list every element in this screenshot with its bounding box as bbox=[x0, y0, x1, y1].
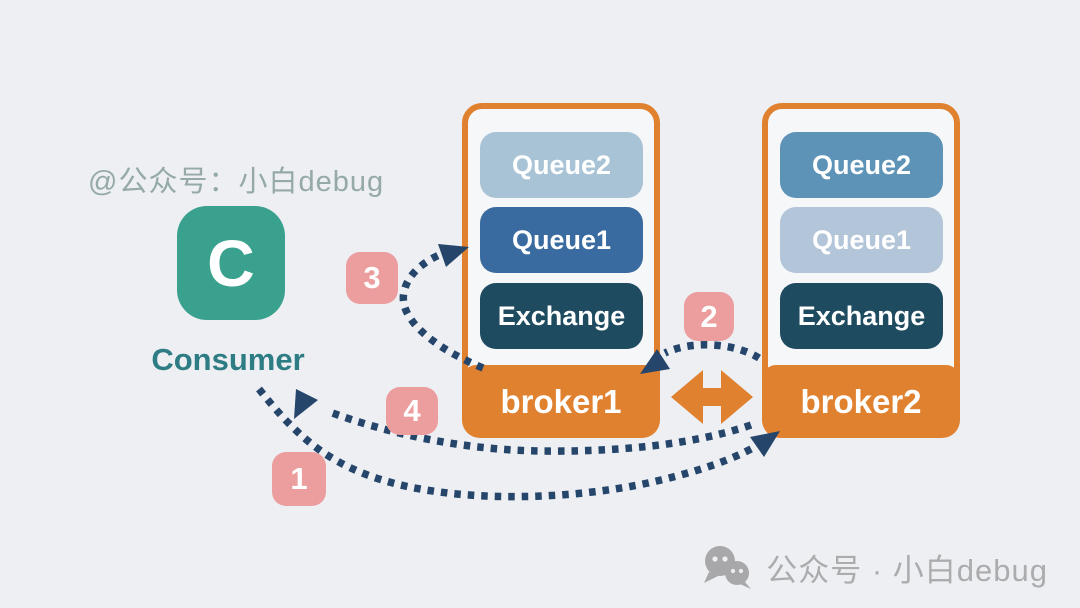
broker2-box: Queue2 Queue1 Exchange broker2 bbox=[762, 103, 960, 438]
broker1-exchange-node: Exchange bbox=[480, 283, 643, 349]
step-badge-1: 1 bbox=[272, 452, 326, 506]
broker2-queue1-node: Queue1 bbox=[780, 207, 943, 273]
broker2-queue2-node: Queue2 bbox=[780, 132, 943, 198]
step-badge-2: 2 bbox=[684, 292, 734, 341]
wechat-icon bbox=[704, 546, 752, 589]
broker2-title-bar: broker2 bbox=[762, 365, 960, 438]
step-badge-4: 4 bbox=[386, 387, 438, 435]
broker-sync-double-arrow-icon bbox=[671, 370, 753, 424]
consumer-icon: C bbox=[177, 206, 285, 320]
consumer-avatar-letter: C bbox=[207, 226, 255, 300]
broker1-queue2-node: Queue2 bbox=[480, 132, 643, 198]
watermark-top: @公众号：小白debug bbox=[88, 166, 385, 198]
arrow-step2-path bbox=[663, 341, 761, 362]
arrow-step4-head bbox=[294, 389, 318, 419]
broker1-box: Queue2 Queue1 Exchange broker1 bbox=[462, 103, 660, 438]
broker1-title-bar: broker1 bbox=[462, 365, 660, 438]
watermark-bottom-text: 公众号 · 小白debug bbox=[766, 552, 1048, 588]
consumer-label: Consumer bbox=[151, 342, 305, 377]
step-badge-3: 3 bbox=[346, 252, 398, 304]
watermark-bottom: 公众号 · 小白debug bbox=[700, 544, 1048, 590]
broker1-queue1-node: Queue1 bbox=[480, 207, 643, 273]
broker2-exchange-node: Exchange bbox=[780, 283, 943, 349]
